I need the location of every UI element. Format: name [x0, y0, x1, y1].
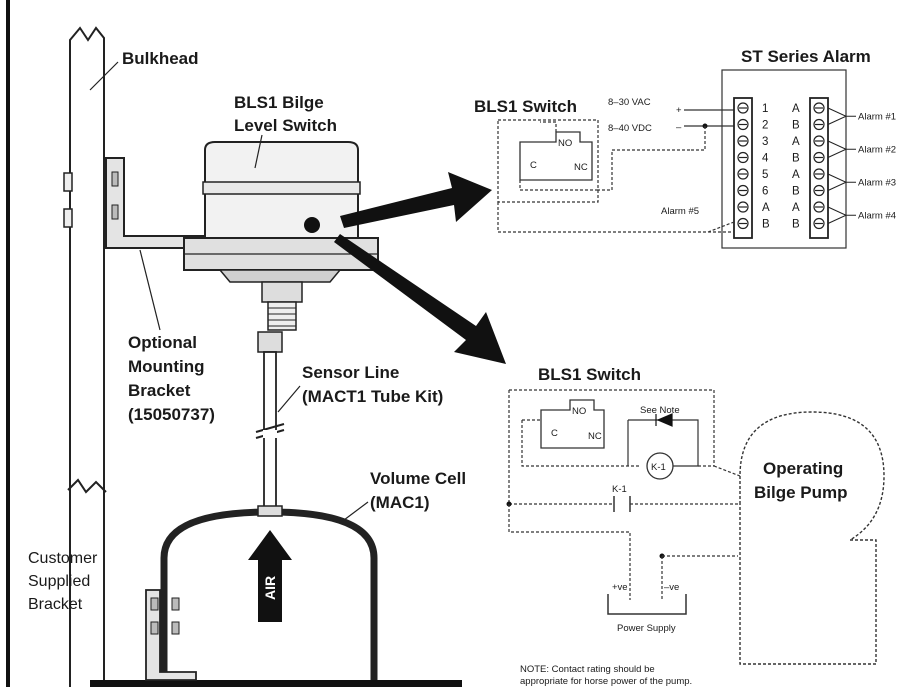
see-note-label: See Note — [640, 405, 680, 416]
pump-switch-no: NO — [572, 406, 586, 417]
alarm-output-label: Alarm #4 — [858, 210, 896, 221]
left-terminal-label: 1 — [762, 103, 768, 115]
right-terminal-label: A — [792, 136, 800, 148]
k1-contact-label: K-1 — [612, 484, 627, 495]
minus-ve-label: –ve — [664, 582, 679, 593]
pump-wire-minus — [661, 555, 738, 600]
pointer-arrow-to-pump — [334, 234, 506, 364]
customer-label-1: Customer — [28, 550, 98, 567]
right-terminal-label: A — [792, 202, 800, 214]
optional-label-2: Mounting — [128, 357, 204, 376]
diode-symbol — [655, 413, 673, 427]
alarm-vdc-label: 8–40 VDC — [608, 123, 652, 134]
optional-label-1: Optional — [128, 333, 197, 352]
customer-label-2: Supplied — [28, 573, 90, 590]
pump-wire-plus — [508, 504, 631, 600]
alarm5-dashed-wire — [497, 202, 735, 233]
alarm-output-label: Alarm #3 — [858, 177, 896, 188]
bls1-leader — [254, 134, 263, 169]
left-terminal-label: B — [762, 219, 770, 231]
sensor-label-1: Sensor Line — [302, 363, 399, 382]
pump-label-1: Operating — [763, 459, 843, 478]
volume-leader — [343, 501, 369, 521]
note-line-2: appropriate for horse power of the pump. — [520, 676, 692, 687]
k1-coil-label: K-1 — [651, 462, 666, 473]
pump-switch-dashed-enclosure — [508, 389, 715, 504]
alarm-minus: – — [676, 122, 682, 133]
alarm-right-terminal-strip — [809, 97, 829, 239]
pump-switch-nc: NC — [588, 431, 602, 442]
left-frame-rule — [6, 0, 10, 687]
pump-switch-c: C — [551, 428, 558, 439]
diode-network — [627, 419, 699, 466]
alarm-plus: + — [676, 105, 682, 116]
alarm-panel-box — [721, 69, 847, 249]
left-terminal-label: 5 — [762, 169, 768, 181]
bulkhead — [63, 26, 107, 687]
plus-ve-label: +ve — [612, 582, 628, 593]
bulkhead-leader — [89, 61, 119, 91]
right-terminal-label: B — [792, 186, 800, 198]
wire-switch-dashed — [690, 126, 706, 151]
sensor-line-tube — [255, 351, 285, 513]
volume-label-1: Volume Cell — [370, 469, 466, 488]
alarm-switch-dashed-box — [497, 119, 599, 203]
pump-label-2: Bilge Pump — [754, 483, 848, 502]
bls1-switch-housing — [183, 141, 379, 353]
alarm-switch-no: NO — [558, 138, 572, 149]
air-label: AIR — [262, 576, 278, 600]
wire-switch-link — [598, 149, 690, 191]
left-terminal-label: 4 — [762, 153, 769, 165]
left-terminal-label: A — [762, 202, 770, 214]
bulkhead-label: Bulkhead — [122, 49, 199, 68]
customer-label-3: Bracket — [28, 596, 83, 613]
right-terminal-label: B — [792, 153, 800, 165]
alarm-panel-title: ST Series Alarm — [741, 47, 871, 66]
power-supply-tank — [607, 594, 687, 615]
power-supply-label: Power Supply — [617, 623, 676, 634]
right-terminal-label: B — [792, 120, 800, 132]
left-terminal-label: 3 — [762, 136, 768, 148]
wire-switch-c — [519, 180, 598, 191]
optional-label-4: (15050737) — [128, 405, 215, 424]
left-terminal-label: 2 — [762, 120, 768, 132]
right-terminal-label: A — [792, 103, 800, 115]
ground-plate — [90, 680, 462, 687]
alarm5-label: Alarm #5 — [661, 206, 699, 217]
bls1-label-2: Level Switch — [234, 116, 337, 135]
k1-contact-symbol — [613, 496, 631, 512]
volume-label-2: (MAC1) — [370, 493, 430, 512]
switch-indicator-dot — [304, 217, 320, 233]
alarm-switch-relay — [519, 131, 593, 181]
alarm-vac-label: 8–30 VAC — [608, 97, 651, 108]
bracket-leader — [139, 249, 161, 331]
pump-wire-c — [521, 419, 640, 467]
pump-switch-relay — [540, 399, 605, 449]
alarm-switch-c: C — [530, 160, 537, 171]
left-terminal-label: 6 — [762, 186, 768, 198]
customer-supplied-bracket — [145, 589, 197, 681]
alarm-switch-nc: NC — [574, 162, 588, 173]
optional-label-3: Bracket — [128, 381, 191, 400]
sensor-leader — [277, 385, 301, 413]
pointer-arrow-to-alarm — [340, 172, 492, 228]
right-terminal-label: A — [792, 169, 800, 181]
bilge-pump-outline — [739, 411, 885, 665]
sensor-label-2: (MACT1 Tube Kit) — [302, 387, 443, 406]
pump-bls1-title: BLS1 Switch — [538, 365, 641, 384]
alarm-bls1-title: BLS1 Switch — [474, 97, 577, 116]
wire-no — [540, 121, 557, 132]
alarm-left-terminal-strip — [733, 97, 753, 239]
right-terminal-label: B — [792, 219, 800, 231]
air-flow-arrow: AIR — [248, 530, 292, 622]
alarm-output-label: Alarm #2 — [858, 144, 896, 155]
note-line-1: NOTE: Contact rating should be — [520, 664, 655, 675]
bls1-label-1: BLS1 Bilge — [234, 93, 324, 112]
alarm-output-label: Alarm #1 — [858, 111, 896, 122]
